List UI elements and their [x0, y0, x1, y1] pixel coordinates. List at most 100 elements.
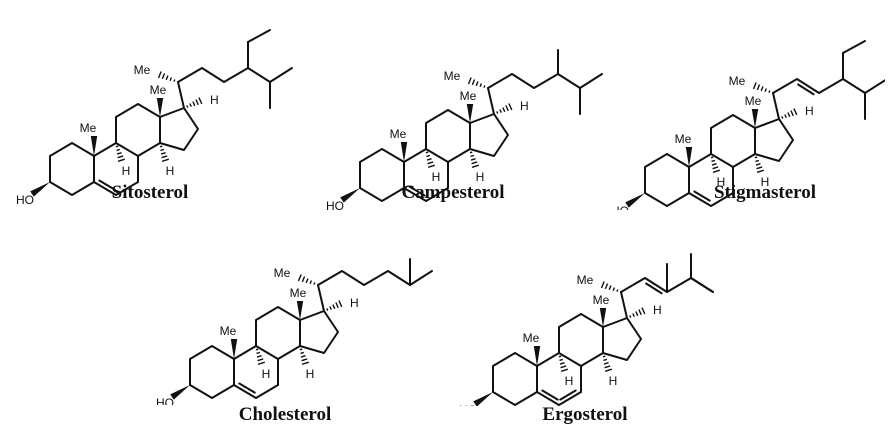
hash-stroke: [300, 351, 305, 355]
hydroxyl-label: HO: [615, 204, 629, 210]
hash-stroke: [475, 81, 479, 87]
wedge-bond-c10-methyl: [400, 142, 408, 162]
bond-isopropyl-1: [269, 67, 293, 83]
hash-stroke: [309, 280, 313, 284]
bond-isopropyl-1: [690, 277, 714, 293]
ring-c: [115, 103, 161, 157]
hash-stroke: [173, 79, 176, 82]
hash-stroke: [612, 287, 616, 291]
ring-a: [189, 345, 235, 399]
bond-isopropyl-1: [579, 73, 603, 89]
hash-stroke: [471, 161, 478, 165]
wedge-bond-c3-oh: [30, 182, 50, 197]
bond-ethyl-2: [247, 29, 271, 43]
wedge-bond-c13-methyl: [466, 104, 474, 123]
hydrogen-label-c9: H: [565, 374, 574, 388]
wedge-bond-c10-methyl: [230, 339, 238, 359]
hashed-bond-c14-h: [602, 355, 613, 372]
hash-stroke: [159, 145, 163, 148]
methyl-label-c13: Me: [290, 286, 307, 300]
hash-stroke: [426, 157, 432, 161]
side-chain: [317, 270, 411, 286]
wedge-bond-c10-methyl: [685, 147, 693, 167]
hash-stroke: [760, 86, 764, 92]
hash-stroke: [313, 282, 316, 285]
side-chain: [487, 73, 581, 89]
bond-c17-c20: [772, 92, 780, 120]
hash-stroke: [638, 309, 642, 316]
hash-stroke: [632, 313, 635, 317]
ring-c: [425, 109, 471, 163]
label-ergosterol: Ergosterol: [542, 404, 628, 425]
hash-stroke: [160, 148, 165, 152]
hash-stroke: [115, 145, 119, 148]
hash-stroke: [790, 110, 794, 117]
double-bond-c5-c6: [693, 190, 711, 202]
hash-stroke: [192, 101, 196, 107]
hash-stroke: [256, 351, 261, 355]
double-bond-c7-c8: [559, 389, 577, 401]
ring-a: [492, 352, 538, 406]
hash-stroke: [470, 154, 475, 158]
hash-stroke: [469, 151, 473, 154]
hash-stroke: [160, 151, 166, 155]
hashed-bond-c14-h: [469, 151, 480, 168]
hydrogen-label-c14: H: [166, 164, 175, 178]
label-campesterol: Campesterol: [401, 182, 505, 203]
hash-stroke: [756, 169, 765, 173]
hashed-bond-c20-methyl: [157, 71, 176, 82]
hash-stroke: [603, 361, 609, 365]
hash-stroke: [635, 311, 639, 317]
wedge-bond-c13-methyl: [599, 308, 607, 327]
hydrogen-label-c14: H: [476, 170, 485, 184]
hashed-bond-c20-methyl: [600, 281, 619, 292]
hashed-bond-c14-h: [299, 348, 310, 365]
hash-stroke: [505, 105, 509, 112]
double-bond-c5-c6: [541, 389, 559, 401]
hash-stroke: [787, 112, 791, 118]
double-bond-c5-c6: [238, 382, 256, 394]
hashed-bond-c20-methyl: [297, 274, 316, 285]
hashed-bond-c20-methyl: [752, 82, 771, 93]
hydrogen-label-c17: H: [210, 93, 219, 107]
hashed-bond-c17-h: [326, 300, 343, 311]
hash-stroke: [161, 158, 170, 162]
hash-stroke: [257, 361, 266, 365]
hydrogen-label-c9: H: [432, 170, 441, 184]
hash-stroke: [161, 155, 168, 159]
hash-stroke: [558, 355, 562, 358]
label-sitosterol: Sitosterol: [111, 182, 189, 203]
wedge-bond-c3-oh: [473, 392, 493, 407]
label-cholesterol: Cholesterol: [238, 404, 332, 425]
ring-d: [299, 310, 339, 354]
ring-c: [255, 306, 301, 360]
ring-b: [536, 352, 582, 406]
ring-d: [602, 317, 642, 361]
double-bond-c22-c23: [645, 282, 663, 295]
hash-stroke: [496, 111, 499, 114]
hash-stroke: [710, 156, 714, 159]
hash-stroke: [483, 85, 486, 88]
bond-c17-c20: [487, 87, 495, 115]
hash-stroke: [335, 302, 339, 309]
methyl-label-c13: Me: [150, 83, 167, 97]
hash-stroke: [616, 289, 619, 292]
hash-stroke: [755, 159, 760, 163]
hashed-bond-c17-h: [496, 103, 513, 114]
ring-d: [754, 118, 794, 162]
hash-stroke: [426, 154, 431, 158]
double-bond-c5-c6: [98, 179, 116, 191]
ring-c: [710, 114, 756, 168]
hashed-bond-c14-h: [159, 145, 170, 162]
hash-stroke: [117, 155, 124, 159]
hashed-bond-c9-h: [710, 156, 721, 173]
